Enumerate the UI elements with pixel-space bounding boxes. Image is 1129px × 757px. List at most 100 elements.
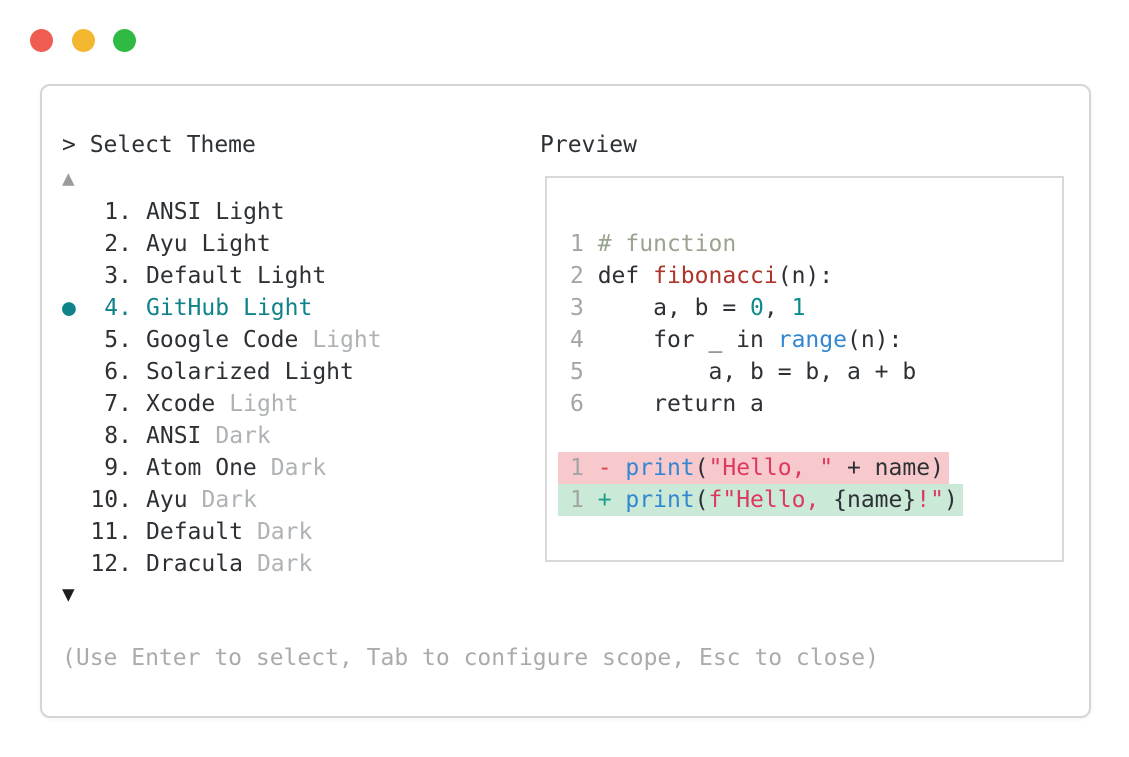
line-number: 1 [570,487,598,513]
theme-item-number: 3. [104,263,132,289]
theme-item-xcode-light[interactable]: 7. Xcode Light [62,388,382,420]
code-token: + name) [833,455,944,481]
code-token: , [763,295,792,321]
diff-line-added: 1 + print(f"Hello, {name}!") [558,484,1062,516]
theme-item-name: Default [146,519,243,545]
code-token: ( [694,455,709,481]
code-token: ) [943,487,958,513]
code-token: 0 [750,295,764,321]
preview-label: Preview [540,132,637,158]
blank-line [570,420,1062,452]
code-token: print [625,455,695,481]
theme-item-number: 2. [104,231,132,257]
theme-item-name: GitHub [146,295,230,321]
code-line: 1 # function [570,228,1062,260]
theme-item-google-code-light[interactable]: 5. Google Code Light [62,324,382,356]
theme-item-variant: Dark [270,455,327,481]
code-line: 3 a, b = 0, 1 [570,292,1062,324]
line-number: 5 [570,359,598,385]
code-token: # function [597,231,737,257]
code-token: f"Hello, [708,487,834,513]
theme-item-name: Atom One [146,455,257,481]
code-token: (n): [846,327,903,353]
diff-highlight-added: 1 + print(f"Hello, {name}!") [558,484,963,516]
theme-item-variant: Light [229,391,299,417]
code-token: fibonacci [653,263,778,289]
select-theme-prompt: > Select Theme [62,132,256,158]
selected-bullet-icon: ● [62,295,76,321]
theme-item-name: Dracula [146,551,243,577]
theme-item-number: 9. [104,455,132,481]
code-token: for _ in [597,327,778,353]
code-token: range [777,327,847,353]
theme-item-variant: Dark [256,551,313,577]
diff-line-removed: 1 - print("Hello, " + name) [558,452,1062,484]
theme-item-number: 6. [104,359,132,385]
theme-item-default-dark[interactable]: 11. Default Dark [62,516,382,548]
theme-item-name: Ayu [146,487,188,513]
theme-item-number: 11. [90,519,132,545]
theme-item-number: 5. [104,327,132,353]
theme-item-number: 7. [104,391,132,417]
code-token: a, b = b, a + b [597,359,917,385]
theme-item-number: 4. [104,295,132,321]
line-number: 2 [570,263,598,289]
theme-item-variant: Dark [215,423,271,449]
line-number: 3 [570,295,598,321]
theme-item-atom-one-dark[interactable]: 9. Atom One Dark [62,452,382,484]
code-token: 1 [791,295,806,321]
code-token: print [625,487,695,513]
code-line: 6 return a [570,388,1062,420]
theme-item-name: Solarized [146,359,271,385]
theme-item-variant: Light [201,231,271,257]
theme-item-name: Xcode [146,391,216,417]
theme-item-name: ANSI [146,423,202,449]
theme-item-number: 12. [90,551,132,577]
theme-item-variant: Light [284,359,354,385]
theme-item-variant: Dark [256,519,313,545]
code-token: ( [694,487,709,513]
code-token: (n): [777,263,834,289]
theme-item-variant: Light [312,327,382,353]
code-token: - [597,455,626,481]
theme-item-ayu-dark[interactable]: 10. Ayu Dark [62,484,382,516]
theme-item-variant: Light [243,295,313,321]
line-number: 4 [570,327,598,353]
line-number: 1 [570,231,598,257]
theme-item-ansi-light[interactable]: 1. ANSI Light [62,196,382,228]
theme-item-variant: Light [215,199,285,225]
theme-item-name: Google Code [146,327,299,353]
code-line: 5 a, b = b, a + b [570,356,1062,388]
minimize-button-icon[interactable] [72,29,95,52]
theme-item-name: Default [146,263,243,289]
theme-item-dracula-dark[interactable]: 12. Dracula Dark [62,548,382,580]
diff-highlight-removed: 1 - print("Hello, " + name) [558,452,949,484]
theme-item-variant: Dark [201,487,257,513]
line-number: 1 [570,455,598,481]
line-number: 6 [570,391,598,417]
code-token: return a [597,391,764,417]
code-token: + [597,487,626,513]
zoom-button-icon[interactable] [113,29,136,52]
close-button-icon[interactable] [30,29,53,52]
theme-item-github-light[interactable]: ● 4. GitHub Light [62,292,382,324]
code-token: def [597,263,654,289]
scroll-up-icon[interactable]: ▲ [62,166,75,190]
code-line: 4 for _ in range(n): [570,324,1062,356]
theme-item-name: ANSI [146,199,202,225]
theme-item-solarized-light[interactable]: 6. Solarized Light [62,356,382,388]
theme-item-ansi-dark[interactable]: 8. ANSI Dark [62,420,382,452]
diff-block: 1 - print("Hello, " + name)1 + print(f"H… [558,452,1062,516]
code-line: 2 def fibonacci(n): [570,260,1062,292]
hint-text: (Use Enter to select, Tab to configure s… [62,645,879,671]
code-token: "Hello, " [708,455,834,481]
theme-item-number: 10. [90,487,132,513]
theme-item-number: 1. [104,199,132,225]
scroll-down-icon[interactable]: ▼ [62,582,75,606]
theme-item-number: 8. [104,423,132,449]
